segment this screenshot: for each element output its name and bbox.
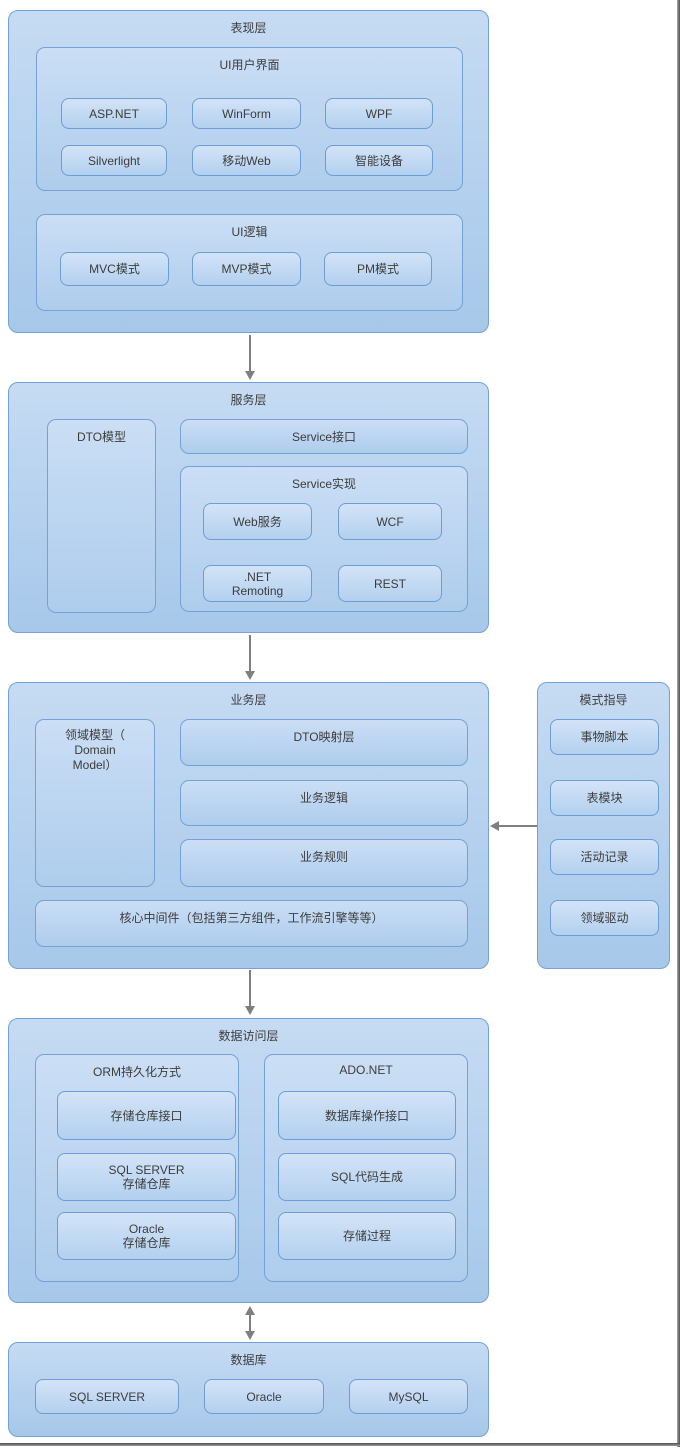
orm-box: ORM持久化方式 存储仓库接口 SQL SERVER 存储仓库 Oracle 存…	[35, 1054, 239, 1282]
node-smart-device: 智能设备	[325, 145, 433, 176]
node-oracle-repo: Oracle 存储仓库	[57, 1212, 236, 1260]
node-web-service: Web服务	[203, 503, 312, 540]
service-impl-title: Service实现	[291, 477, 356, 491]
ui-logic-title: UI逻辑	[231, 225, 268, 239]
node-silverlight: Silverlight	[61, 145, 167, 176]
node-db-op-interface: 数据库操作接口	[278, 1091, 456, 1140]
node-db-sqlserver: SQL SERVER	[35, 1379, 179, 1414]
node-table-module: 表模块	[550, 780, 659, 816]
pattern-guide-title: 模式指导	[579, 693, 628, 707]
node-wcf: WCF	[338, 503, 442, 540]
dto-model-box: DTO模型	[47, 419, 156, 613]
ui-interface-title: UI用户界面	[219, 58, 280, 72]
node-winform: WinForm	[192, 98, 301, 129]
node-active-record: 活动记录	[550, 839, 659, 875]
node-sql-codegen: SQL代码生成	[278, 1153, 456, 1201]
arrow-service-to-business-icon	[245, 635, 255, 680]
node-rest: REST	[338, 565, 442, 602]
arrow-dataaccess-database-icon	[245, 1306, 255, 1340]
service-impl-box: Service实现 Web服务 WCF .NET Remoting REST	[180, 466, 468, 612]
data-access-layer-title: 数据访问层	[218, 1029, 279, 1043]
node-sqlserver-repo: SQL SERVER 存储仓库	[57, 1153, 236, 1201]
core-middleware-label: 核心中间件（包括第三方组件，工作流引擎等等）	[119, 911, 384, 925]
arrow-patterns-to-business-icon	[490, 821, 537, 831]
orm-title: ORM持久化方式	[93, 1065, 181, 1079]
frame-bottom-edge	[0, 1443, 680, 1446]
node-mobile-web: 移动Web	[192, 145, 301, 176]
node-stored-proc: 存储过程	[278, 1212, 456, 1260]
business-rules-label: 业务规则	[299, 850, 348, 864]
node-mvc: MVC模式	[60, 252, 169, 286]
arrow-business-to-dataaccess-icon	[245, 970, 255, 1015]
node-pm: PM模式	[324, 252, 432, 286]
node-wpf: WPF	[325, 98, 433, 129]
presentation-layer-title: 表现层	[230, 21, 267, 35]
domain-model-label: 领域模型（ Domain Model）	[64, 728, 125, 772]
node-mvp: MVP模式	[192, 252, 301, 286]
dto-model-label: DTO模型	[76, 430, 127, 444]
dto-mapping-box: DTO映射层	[180, 719, 468, 766]
node-aspnet: ASP.NET	[61, 98, 167, 129]
node-db-mysql: MySQL	[349, 1379, 468, 1414]
presentation-layer-box: 表现层 UI用户界面 ASP.NET WinForm WPF Silverlig…	[8, 10, 489, 333]
business-layer-box: 业务层 领域模型（ Domain Model） DTO映射层 业务逻辑 业务规则…	[8, 682, 489, 969]
database-layer-box: 数据库 SQL SERVER Oracle MySQL	[8, 1342, 489, 1437]
node-repo-interface: 存储仓库接口	[57, 1091, 236, 1140]
pattern-guide-box: 模式指导 事物脚本 表模块 活动记录 领域驱动	[537, 682, 670, 969]
adonet-box: ADO.NET 数据库操作接口 SQL代码生成 存储过程	[264, 1054, 468, 1282]
business-rules-box: 业务规则	[180, 839, 468, 887]
service-interface-box: Service接口	[180, 419, 468, 454]
node-domain-driven: 领域驱动	[550, 900, 659, 936]
service-layer-box: 服务层 DTO模型 Service接口 Service实现 Web服务 WCF …	[8, 382, 489, 633]
ui-interface-box: UI用户界面 ASP.NET WinForm WPF Silverlight 移…	[36, 47, 463, 191]
domain-model-box: 领域模型（ Domain Model）	[35, 719, 155, 887]
node-db-oracle: Oracle	[204, 1379, 324, 1414]
adonet-title: ADO.NET	[339, 1063, 393, 1077]
node-net-remoting: .NET Remoting	[203, 565, 312, 602]
business-logic-box: 业务逻辑	[180, 780, 468, 826]
business-layer-title: 业务层	[230, 693, 267, 707]
arrow-presentation-to-service-icon	[245, 335, 255, 380]
dto-mapping-label: DTO映射层	[293, 730, 355, 744]
core-middleware-box: 核心中间件（包括第三方组件，工作流引擎等等）	[35, 900, 468, 947]
node-transaction-script: 事物脚本	[550, 719, 659, 755]
frame-right-edge	[677, 0, 680, 1447]
service-layer-title: 服务层	[230, 393, 267, 407]
business-logic-label: 业务逻辑	[299, 791, 348, 805]
database-layer-title: 数据库	[230, 1353, 267, 1367]
ui-logic-box: UI逻辑 MVC模式 MVP模式 PM模式	[36, 214, 463, 311]
data-access-layer-box: 数据访问层 ORM持久化方式 存储仓库接口 SQL SERVER 存储仓库 Or…	[8, 1018, 489, 1303]
